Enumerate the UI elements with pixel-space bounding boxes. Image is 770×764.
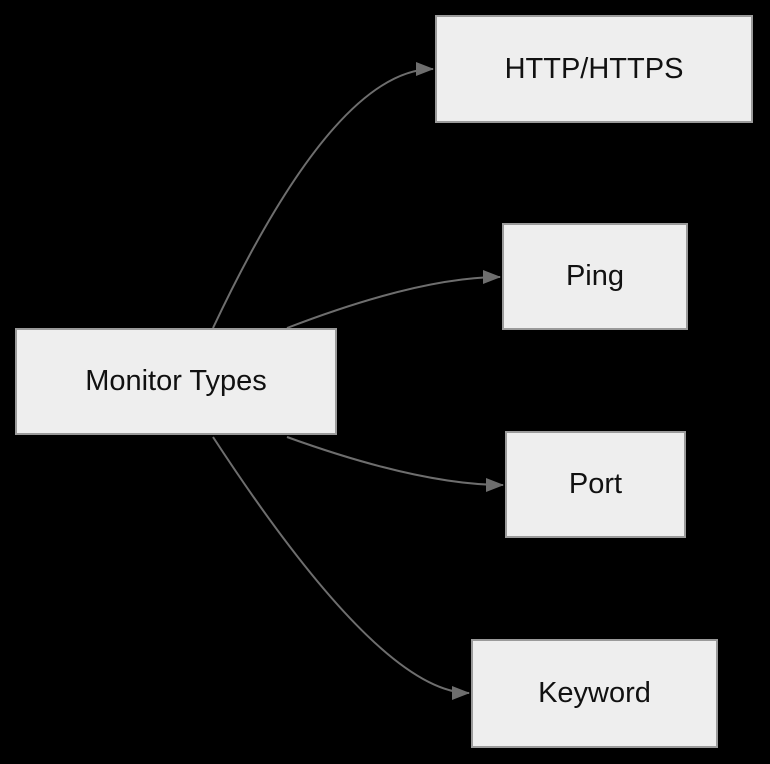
node-http-https-label: HTTP/HTTPS [504,52,684,85]
node-ping-label: Ping [565,260,625,292]
node-port: Port [505,431,686,538]
edge-monitor-types-to-http-https [212,62,434,329]
edge-monitor-types-to-port [286,436,504,492]
node-keyword-label: Keyword [538,677,651,709]
edge-monitor-types-to-keyword [212,436,470,700]
node-ping: Ping [502,223,688,330]
node-monitor-types: Monitor Types [15,328,337,435]
node-keyword: Keyword [471,639,718,748]
node-monitor-types-label: Monitor Types [85,365,267,397]
node-http-https: HTTP/HTTPS [435,15,753,123]
node-port-label: Port [568,468,623,500]
edge-monitor-types-to-ping [286,270,501,329]
